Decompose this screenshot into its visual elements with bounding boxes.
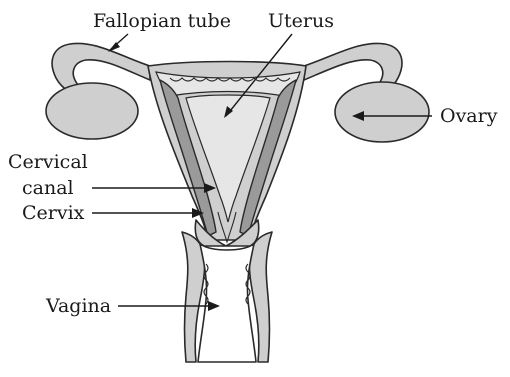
label-cervical-canal-line2: canal bbox=[22, 177, 74, 199]
pointer-cervix bbox=[92, 208, 204, 218]
label-fallopian-tube: Fallopian tube bbox=[93, 10, 231, 32]
label-uterus: Uterus bbox=[268, 10, 334, 32]
label-vagina: Vagina bbox=[45, 295, 111, 317]
ovary-right bbox=[335, 82, 429, 142]
pointer-fallopian-tube bbox=[108, 34, 128, 52]
label-cervical-canal-line1: Cervical bbox=[8, 151, 88, 173]
vagina bbox=[182, 232, 272, 362]
ovary-left bbox=[46, 83, 138, 139]
label-ovary: Ovary bbox=[440, 105, 498, 127]
label-cervix: Cervix bbox=[22, 202, 85, 224]
